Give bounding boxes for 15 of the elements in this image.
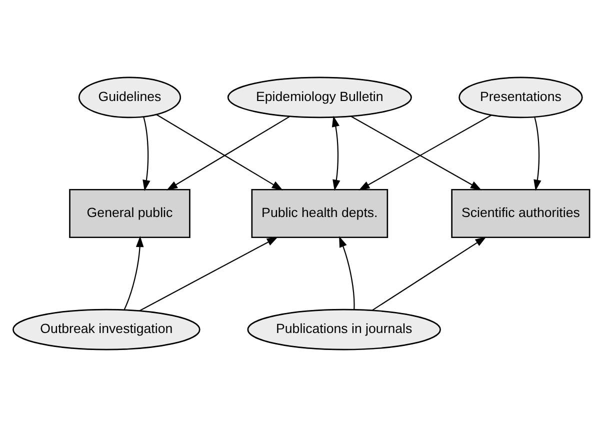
arrow xyxy=(139,236,278,311)
arrow xyxy=(142,116,150,191)
node-ellipse: Guidelines xyxy=(78,76,182,118)
node-box: General public xyxy=(69,188,190,238)
arrow xyxy=(534,116,542,190)
arrow xyxy=(332,115,340,190)
node-ellipse: Epidemiology Bulletin xyxy=(227,76,412,118)
node-box: Public health depts. xyxy=(251,188,388,238)
node-ellipse: Publications in journals xyxy=(247,308,441,350)
arrow xyxy=(124,235,144,310)
node-ellipse: Outbreak investigation xyxy=(12,308,200,350)
arrow xyxy=(339,236,355,310)
arrow xyxy=(372,236,486,310)
node-box: Scientific authorities xyxy=(451,188,590,238)
node-ellipse: Presentations xyxy=(458,76,583,118)
